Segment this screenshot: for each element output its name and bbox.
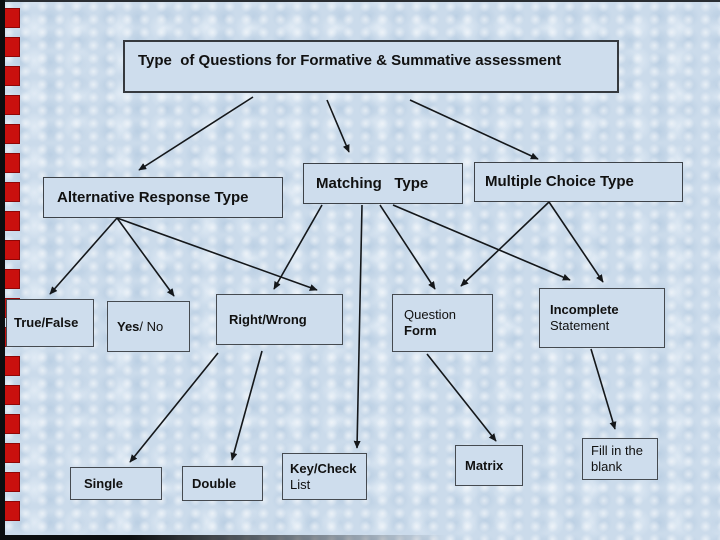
slide-edge-bottom <box>0 535 720 540</box>
node-right-wrong: Right/Wrong <box>216 294 343 345</box>
node-double: Double <box>182 466 263 501</box>
node-incomplete-line1: Incomplete <box>550 302 619 317</box>
node-alternative-label: Alternative Response Type <box>57 188 249 206</box>
accent-square <box>3 472 20 492</box>
node-matching-type: Matching Type <box>303 163 463 204</box>
node-true-false: True/False <box>6 299 94 347</box>
node-key-check-list: Key/Check List <box>282 453 367 500</box>
accent-square-strip <box>3 8 21 530</box>
connector-alternative-right-wrong <box>116 217 318 291</box>
node-fill-blank-line1: Fill in the <box>591 443 644 458</box>
node-multiple-choice-type: Multiple Choice Type <box>474 162 683 202</box>
node-matrix-label: Matrix <box>465 457 504 473</box>
node-multiple-label: Multiple Choice Type <box>485 173 634 190</box>
accent-square <box>3 385 20 405</box>
node-question-form-label: Question Form <box>404 307 460 338</box>
node-double-label: Double <box>192 475 237 491</box>
connector-incomplete-fill-blank <box>590 348 617 430</box>
connector-right-wrong-double <box>230 350 263 461</box>
connector-matching-key-check <box>353 204 363 449</box>
accent-square <box>3 124 20 144</box>
connector-alternative-true-false <box>49 217 118 295</box>
accent-square <box>3 356 20 376</box>
accent-square <box>3 66 20 86</box>
connector-alternative-yes-no <box>116 217 175 297</box>
node-single: Single <box>70 467 162 500</box>
connector-matching-incomplete <box>392 204 571 281</box>
node-yes-no: Yes/ No <box>107 301 190 352</box>
accent-square <box>3 211 20 231</box>
connector-multiple-question-form <box>460 201 550 287</box>
node-key-check-line2: List <box>290 476 311 492</box>
accent-square <box>3 240 20 260</box>
accent-square <box>3 269 20 289</box>
accent-square <box>3 8 20 28</box>
accent-square <box>3 37 20 57</box>
node-true-false-label: True/False <box>14 315 79 330</box>
node-matching-label: Matching Type <box>316 174 429 192</box>
node-yes-no-label: Yes/ No <box>117 318 164 334</box>
node-incomplete-statement: Incomplete Statement <box>539 288 665 348</box>
node-root-label: Type of Questions for Formative & Summat… <box>138 52 562 69</box>
node-alternative-response-type: Alternative Response Type <box>43 177 283 218</box>
node-single-label: Single <box>84 475 124 491</box>
slide-edge-left <box>0 0 5 540</box>
accent-square <box>3 501 20 521</box>
connector-multiple-incomplete <box>548 201 604 283</box>
node-right-wrong-label: Right/Wrong <box>229 311 307 327</box>
node-question-form: Question Form <box>392 294 493 352</box>
connector-question-form-matrix <box>426 353 497 442</box>
node-fill-blank-line2: blank <box>591 459 623 474</box>
node-fill-blank: Fill in the blank <box>582 438 658 480</box>
node-root: Type of Questions for Formative & Summat… <box>123 40 619 93</box>
accent-square <box>3 182 20 202</box>
connector-root-multiple <box>409 99 539 160</box>
accent-square <box>3 414 20 434</box>
node-matrix: Matrix <box>455 445 523 486</box>
node-key-check-line1: Key/Check <box>290 460 357 476</box>
accent-square <box>3 443 20 463</box>
accent-square <box>3 153 20 173</box>
connector-matching-question-form <box>379 204 436 290</box>
accent-square <box>3 95 20 115</box>
node-incomplete-line2: Statement <box>550 318 610 333</box>
slide-edge-top <box>0 0 720 2</box>
connector-root-matching <box>326 99 350 153</box>
connector-right-wrong-single <box>129 352 219 463</box>
connector-root-alternative <box>138 96 254 171</box>
